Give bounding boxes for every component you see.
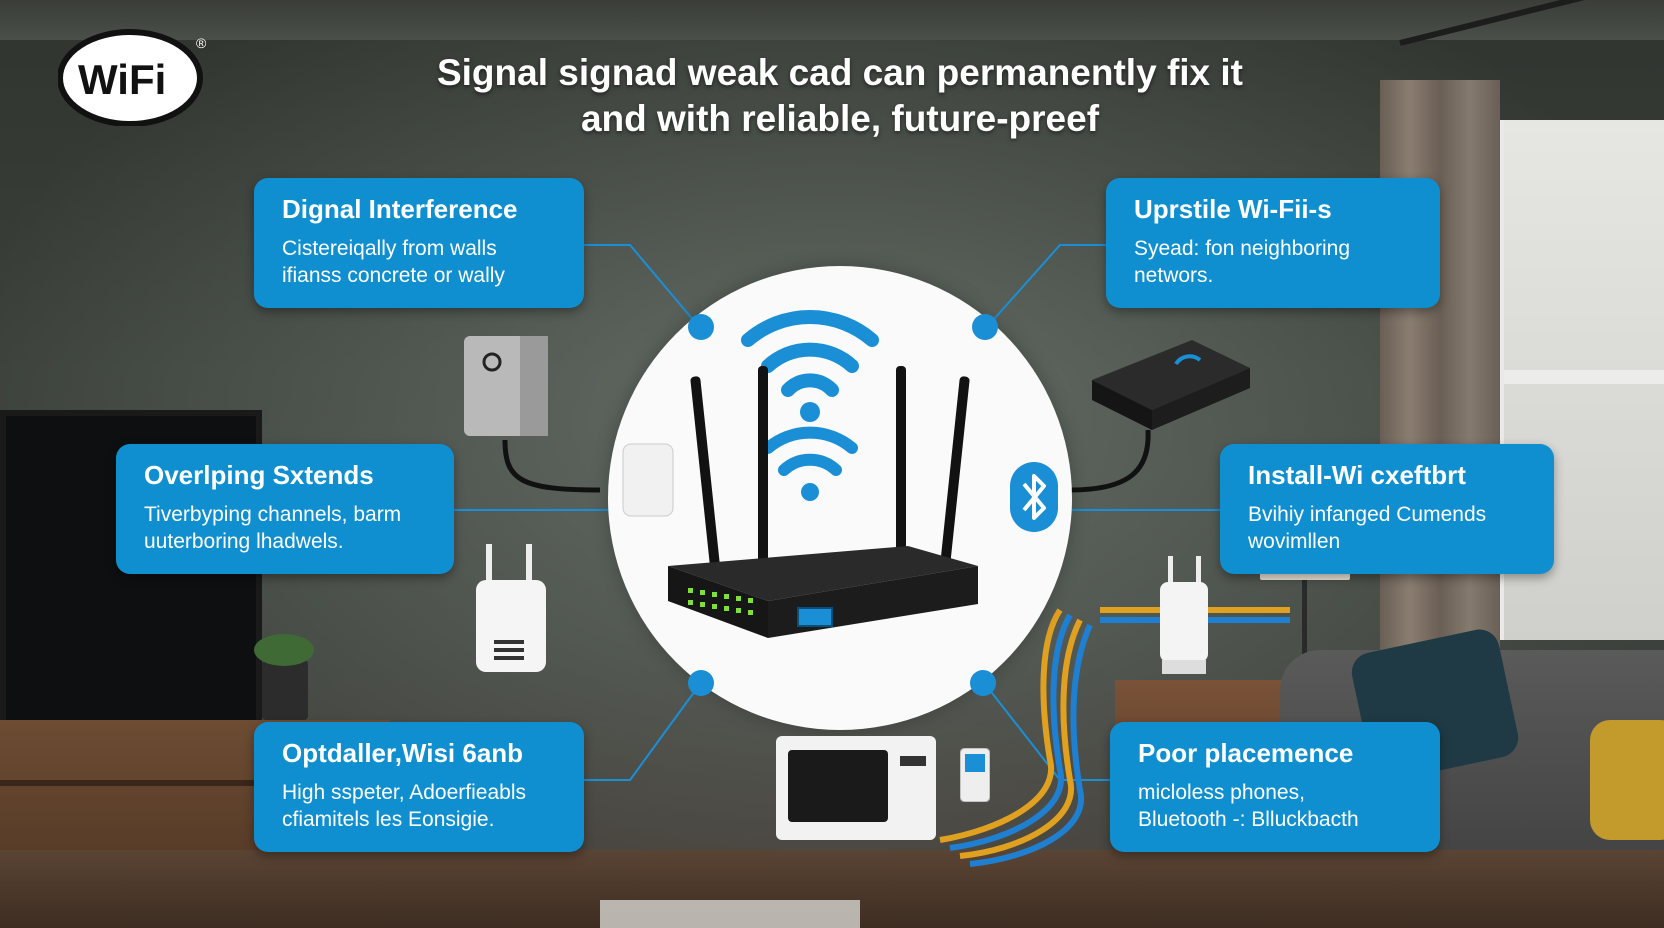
connector-dot [970,670,996,696]
card-install-extender: Install-Wi cxeftbrt Bvihiy infanged Cume… [1220,444,1554,574]
card-text-line-1: micloless phones, [1138,781,1305,804]
card-text-line-2: wovimllen [1248,530,1341,553]
router-illustration [622,310,978,638]
card-heading: Overlping Sxtends [144,460,374,490]
wifi-icon-small [762,426,858,476]
card-text-line-2: cfiamitels les Eonsigie. [282,808,495,831]
cordless-phone [960,748,990,802]
card-text-line-1: Tiverbyping channels, barm [144,503,402,526]
card-heading: Dignal Interference [282,194,518,224]
connector-dot [688,670,714,696]
card-text-line-2: networs. [1134,264,1214,287]
plant [254,634,314,720]
card-heading: Optdaller,Wisi 6anb [282,738,524,768]
card-text-line-1: Cistereiqally from walls [282,237,497,260]
wifi-logo: WiFi ® [58,29,207,126]
wifi-icon [741,310,879,397]
card-text-line-1: Syead: fon neighboring [1134,237,1350,260]
microwave [776,736,936,840]
card-text-line-2: uuterboring lhadwels. [144,530,344,553]
ceiling [0,0,1664,40]
card-poor-placement: Poor placemence micloless phones, Blueto… [1110,722,1440,852]
connector-dot [688,314,714,340]
bluetooth-icon [1010,462,1058,532]
powerline-adapter [464,336,548,436]
card-heading: Install-Wi cxeftbrt [1248,460,1466,490]
title-line-1: Signal signad weak cad can permanently f… [436,52,1244,93]
logo-text: WiFi [78,56,166,103]
card-overlapping-channels: Overlping Sxtends Tiverbyping channels, … [116,444,454,574]
lamp-pole [1302,580,1307,680]
router-icon [668,546,978,638]
card-text-line-1: Bvihiy infanged Cumends [1248,503,1487,526]
router-hub-circle [608,266,1072,730]
card-optional-band: Optdaller,Wisi 6anb High sspeter, Adoerf… [254,722,584,852]
mesh-node [1160,556,1208,674]
connector-dot [972,314,998,340]
rug [600,900,860,928]
card-upgrade-wifi: Uprstile Wi-Fii-s Syead: fon neighboring… [1106,178,1440,308]
logo-registered-mark: ® [196,35,207,51]
title-line-2: and with reliable, future-preef [580,98,1100,139]
card-text-line-1: High sspeter, Adoerfieabls [282,781,526,804]
wifi-extender [476,544,546,672]
modem-device [1092,340,1250,430]
page-title: Signal signad weak cad can permanently f… [340,50,1340,142]
card-text-line-2: Bluetooth -: Blluckbacth [1138,808,1359,831]
card-text-line-2: ifianss concrete or wally [282,264,505,287]
card-heading: Poor placemence [1138,738,1354,768]
card-signal-interference: Dignal Interference Cistereiqally from w… [254,178,584,308]
pillow-yellow [1590,720,1664,840]
card-heading: Uprstile Wi-Fii-s [1134,194,1332,224]
extender-device [622,443,674,517]
